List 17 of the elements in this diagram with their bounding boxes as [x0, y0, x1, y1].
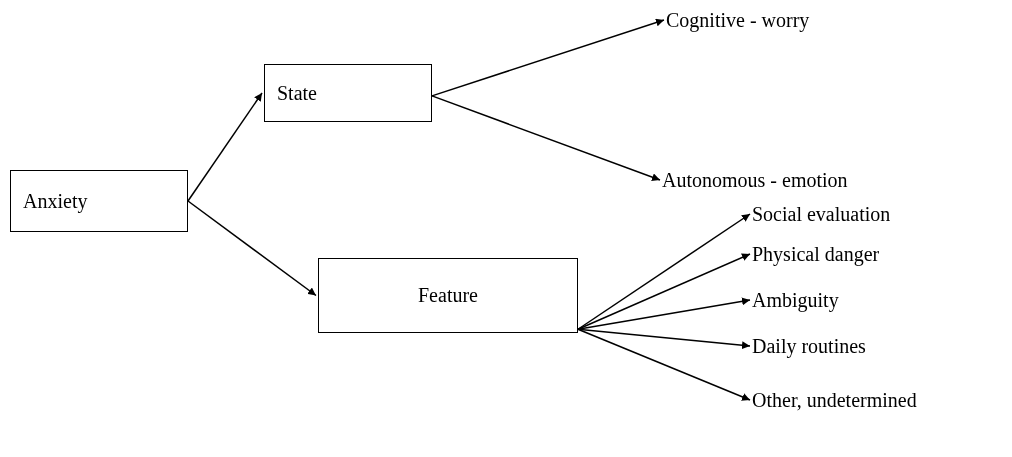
text-label: Cognitive - worry — [666, 6, 810, 34]
arrow — [431, 95, 661, 181]
process-box: Anxiety — [10, 170, 188, 232]
text-label: Physical danger — [752, 240, 880, 268]
arrow — [577, 253, 751, 330]
process-box: State — [264, 64, 432, 122]
text-label: Daily routines — [752, 332, 866, 360]
process-box: Feature — [318, 258, 578, 333]
arrow — [431, 18, 665, 97]
arrow — [577, 328, 751, 401]
text-label: Autonomous - emotion — [662, 166, 848, 194]
arrow — [187, 200, 317, 297]
arrow — [187, 92, 263, 202]
text-label: Ambiguity — [752, 286, 839, 314]
text-label: Other, undetermined — [752, 386, 917, 414]
text-label: Social evaluation — [752, 200, 891, 228]
arrow — [577, 213, 751, 330]
